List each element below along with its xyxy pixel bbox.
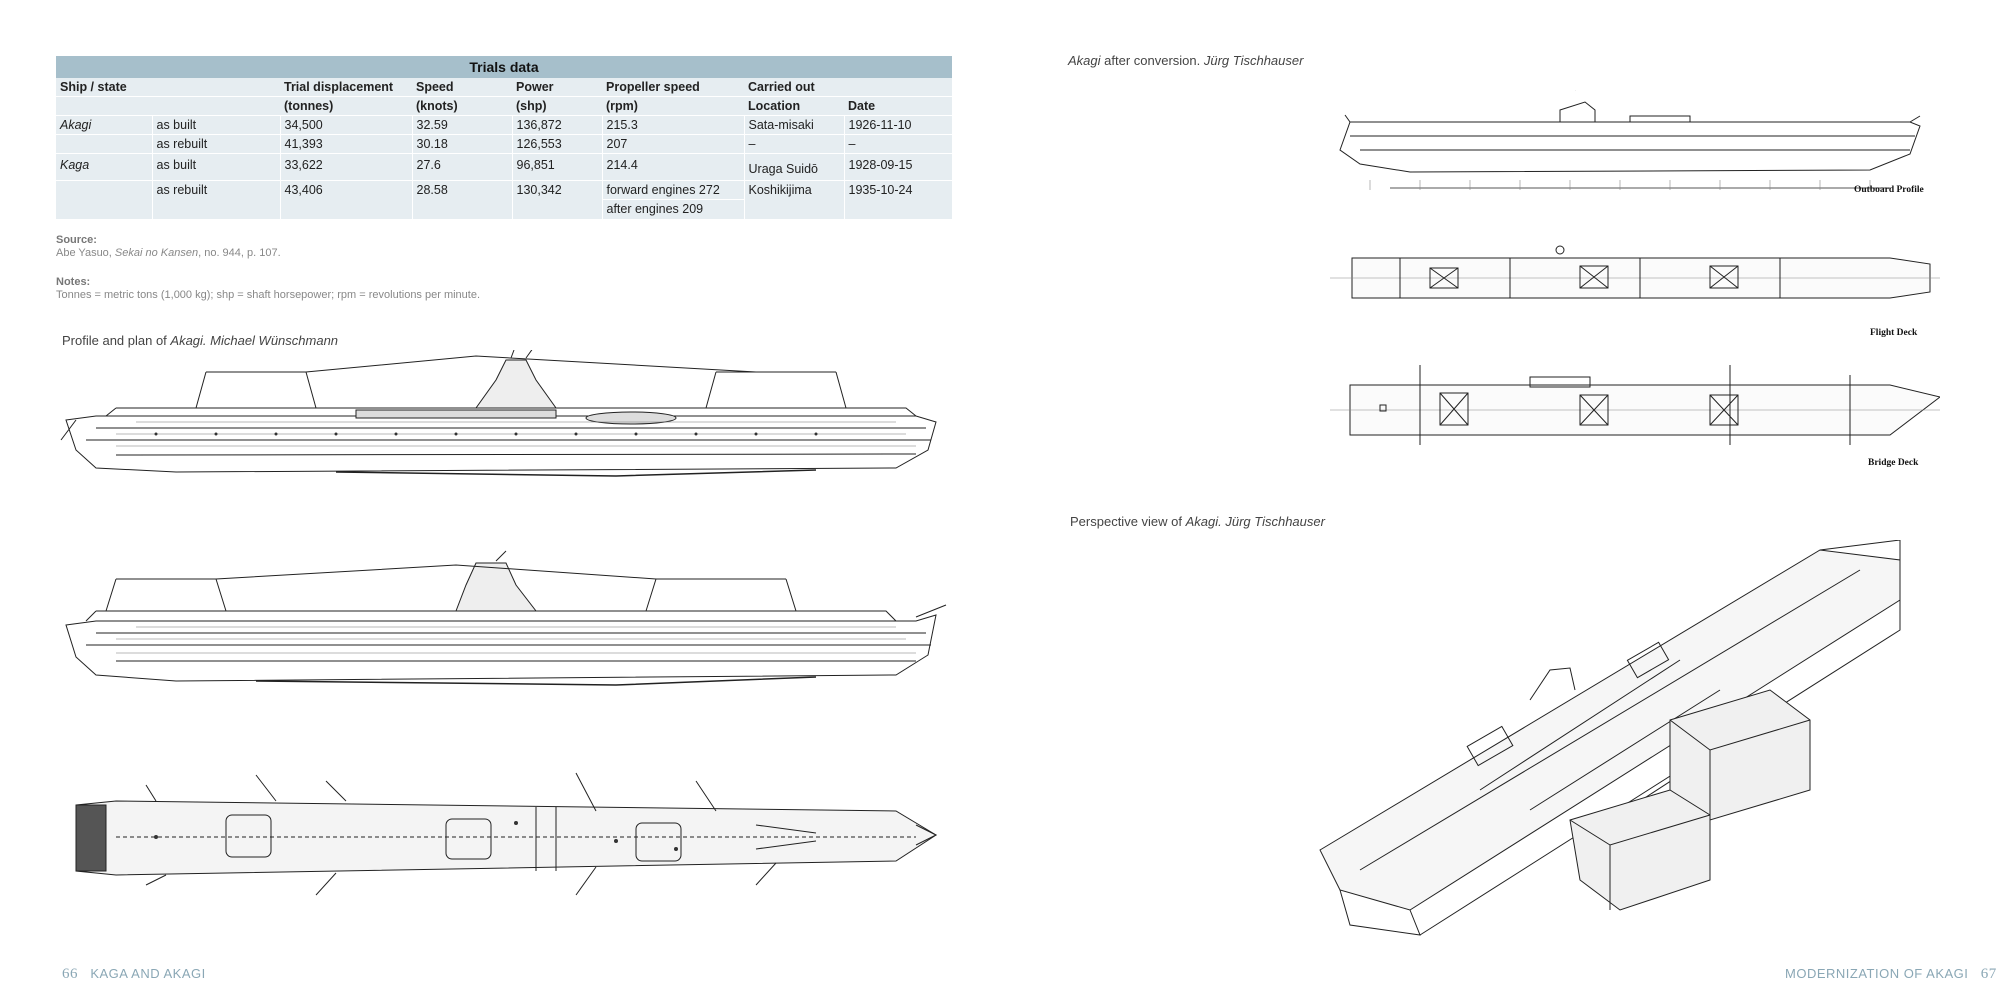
- cell-ship: Akagi: [56, 115, 153, 135]
- cell-power: 96,851: [512, 153, 603, 181]
- perspective-view-drawing: [1319, 540, 1901, 936]
- table-subheader-row: (tonnes) (knots) (shp) (rpm) Location Da…: [56, 96, 953, 116]
- left-page: Trials data Ship / state Trial displacem…: [56, 56, 953, 983]
- page-number: 66: [62, 966, 78, 982]
- profile-caption: Profile and plan of Akagi. Michael Wünsc…: [62, 333, 339, 348]
- cell-displacement: 41,393: [280, 134, 413, 154]
- column-header: Trial displacement: [280, 78, 412, 97]
- notes-label: Notes:: [56, 276, 91, 288]
- rpm-line: forward engines 272: [606, 183, 720, 197]
- table-title: Trials data: [56, 56, 953, 78]
- cell-rpm: forward engines 272 after engines 209: [602, 180, 745, 220]
- outboard-profile-drawing: [1339, 90, 1921, 190]
- cell-state: as rebuilt: [152, 134, 281, 154]
- flight-deck-drawing: [1330, 245, 1940, 299]
- cell-speed: 30.18: [412, 134, 513, 154]
- cell-state: as built: [152, 115, 281, 135]
- notes-text: Tonnes = metric tons (1,000 kg); shp = s…: [56, 289, 481, 301]
- page-number: 67: [1980, 966, 1997, 982]
- table-row: Akagi as built 34,500 32.59 136,872 215.…: [56, 115, 953, 135]
- running-title: MODERNIZATION OF AKAGI: [1785, 966, 1969, 981]
- table-header-row: Ship / state Trial displacement Speed Po…: [56, 78, 953, 97]
- column-subheader: Date: [844, 96, 953, 116]
- cell-displacement: 34,500: [280, 115, 413, 135]
- cell-rpm: 215.3: [602, 115, 745, 135]
- column-header: Carried out: [744, 78, 953, 97]
- kaga-profile-drawing: [65, 550, 947, 686]
- notes: Notes: Tonnes = metric tons (1,000 kg); …: [56, 276, 480, 302]
- cell-location: Sata-misaki: [744, 115, 845, 135]
- left-footer: 66 KAGA AND AKAGI: [62, 966, 206, 983]
- column-subheader: (knots): [412, 96, 512, 116]
- column-header: Propeller speed: [602, 78, 744, 97]
- column-header: Power: [512, 78, 602, 97]
- cell-displacement: 43,406: [280, 180, 413, 220]
- cell-ship: [56, 134, 153, 154]
- cell-date: 1926-11-10: [844, 115, 953, 135]
- column-subheader: (rpm): [602, 96, 744, 116]
- akagi-plan-drawing: [75, 772, 938, 896]
- column-subheader: Location: [744, 96, 844, 116]
- cell-ship: [56, 180, 153, 220]
- outboard-profile-label: Outboard Profile: [1854, 185, 1924, 195]
- perspective-caption: Perspective view of Akagi. Jürg Tischhau…: [1070, 514, 1325, 529]
- source-label: Source:: [56, 234, 97, 246]
- source-text: Abe Yasuo, Sekai no Kansen, no. 944, p. …: [56, 247, 281, 259]
- column-header: Speed: [412, 78, 512, 97]
- cell-speed: 32.59: [412, 115, 513, 135]
- source-note: Source: Abe Yasuo, Sekai no Kansen, no. …: [56, 234, 281, 260]
- table-row: as rebuilt 43,406 28.58 130,342 forward …: [56, 180, 953, 220]
- cell-speed: 27.6: [412, 153, 513, 181]
- flight-deck-label: Flight Deck: [1870, 328, 1918, 338]
- column-header: Ship / state: [56, 78, 280, 97]
- cell-speed: 28.58: [412, 180, 513, 220]
- right-page: Akagi after conversion. Jürg Tischhauser…: [1000, 0, 2000, 1000]
- bridge-deck-drawing: [1330, 365, 1940, 445]
- cell-location: –: [744, 134, 845, 154]
- rpm-line: after engines 209: [602, 199, 743, 216]
- column-subheader: (tonnes): [280, 96, 412, 116]
- bridge-deck-label: Bridge Deck: [1868, 458, 1919, 468]
- conversion-caption: Akagi after conversion. Jürg Tischhauser: [1068, 53, 1304, 68]
- akagi-profile-drawing: [60, 350, 937, 477]
- cell-rpm: 214.4: [602, 153, 745, 181]
- cell-date: –: [844, 134, 953, 154]
- cell-state: as built: [152, 153, 281, 181]
- cell-location: Koshikijima: [744, 180, 845, 220]
- running-title: KAGA AND AKAGI: [90, 966, 206, 981]
- trials-data-table: Trials data Ship / state Trial displacem…: [56, 56, 953, 220]
- cell-power: 126,553: [512, 134, 603, 154]
- cell-date: 1928-09-15: [844, 153, 953, 181]
- cell-rpm: 207: [602, 134, 745, 154]
- table-row: as rebuilt 41,393 30.18 126,553 207 – –: [56, 134, 953, 154]
- cell-displacement: 33,622: [280, 153, 413, 181]
- column-subheader: (shp): [512, 96, 602, 116]
- cell-power: 130,342: [512, 180, 603, 220]
- cell-state: as rebuilt: [152, 180, 281, 220]
- right-footer: MODERNIZATION OF AKAGI 67: [1785, 966, 1997, 983]
- table-row: Kaga as built 33,622 27.6 96,851 214.4 U…: [56, 153, 953, 181]
- cell-power: 136,872: [512, 115, 603, 135]
- cell-date: 1935-10-24: [844, 180, 953, 220]
- cell-location: Uraga Suidō: [744, 153, 845, 181]
- cell-ship: Kaga: [56, 153, 153, 181]
